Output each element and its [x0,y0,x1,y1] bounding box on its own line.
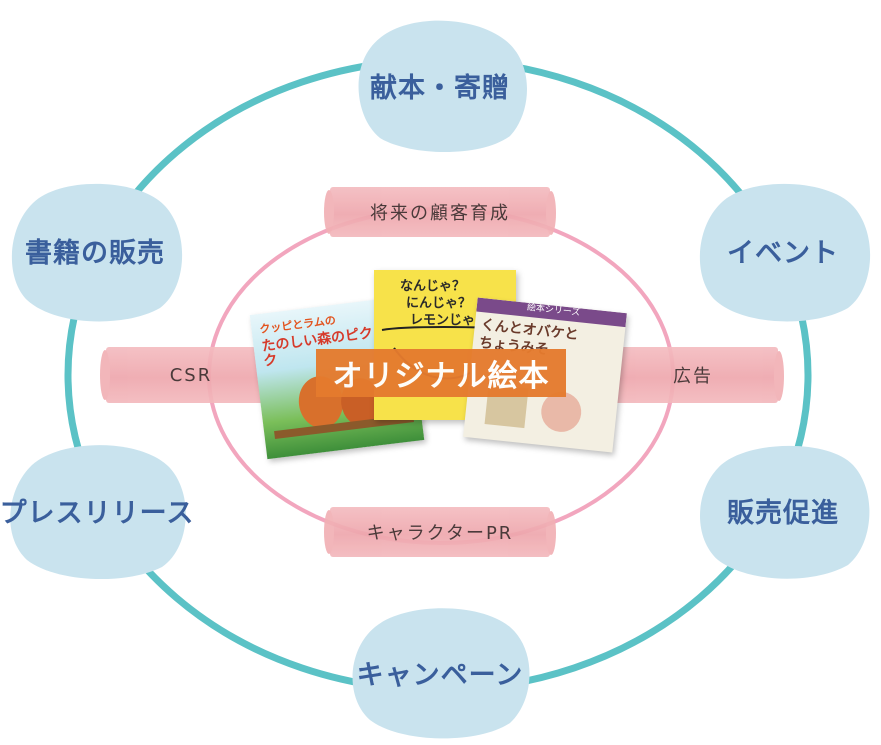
inner-node-label: 広告 [673,366,713,387]
outer-node-sales-promo: 販売促進 [693,440,873,580]
book-title: なんじゃ？ [400,279,466,294]
inner-node-future-customers: 将来の顧客育成 [324,187,556,237]
inner-node-label: CSR [169,364,213,386]
inner-node-label: 将来の顧客育成 [370,203,510,224]
book-title: レモンじゃ！ [410,313,489,328]
inner-node-advertising: 広告 [602,347,784,403]
center-label: オリジナル絵本 [316,349,566,397]
outer-node-book-sales: 書籍の販売 [5,178,185,323]
outer-node-label: 販売促進 [727,497,839,529]
inner-node-csr: CSR [100,347,282,403]
outer-node-label: 献本・寄贈 [370,73,510,104]
book-title: にんじゃ？ [406,296,472,311]
outer-node-label: キャンペーン [356,660,524,691]
outer-node-label: プレスリリース [0,497,195,529]
outer-node-kenpon: 献本・寄贈 [350,18,530,153]
inner-node-character-pr: キャラクターPR [324,507,556,557]
outer-node-campaign: キャンペーン [345,605,535,740]
outer-node-event: イベント [693,178,873,323]
inner-node-label: キャラクターPR [366,523,514,544]
outer-node-label: 書籍の販売 [25,238,165,269]
outer-node-press-release: プレスリリース [0,440,195,580]
outer-node-label: イベント [727,238,839,269]
